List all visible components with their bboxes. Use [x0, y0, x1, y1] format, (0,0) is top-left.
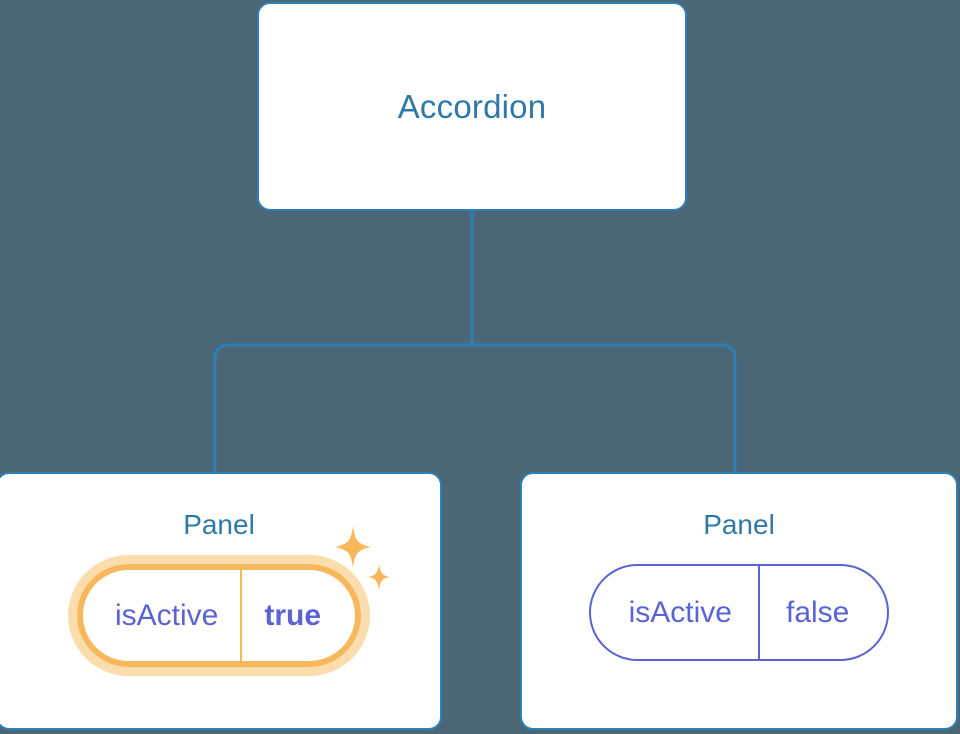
sparkle-large-icon	[335, 526, 372, 568]
prop-pill-inactive-key: isActive	[628, 595, 732, 629]
sparkle-small-icon	[368, 564, 391, 590]
prop-pill-inactive-value: false	[757, 566, 887, 659]
prop-pill-active-key: isActive	[114, 598, 219, 632]
node-panel-active[interactable]: Panel isActive true	[0, 472, 442, 730]
prop-pill-inactive[interactable]: isActive false	[588, 564, 890, 661]
prop-pill-active-value: true	[240, 570, 355, 661]
prop-pill-active[interactable]: isActive true	[67, 526, 391, 676]
node-panel-inactive[interactable]: Panel isActive false	[520, 472, 958, 730]
node-accordion-title: Accordion	[397, 88, 547, 125]
prop-pill-active-body[interactable]: isActive true	[76, 564, 362, 667]
node-panel-inactive-title: Panel	[703, 509, 775, 540]
prop-pill-inactive-body[interactable]: isActive false	[588, 564, 890, 661]
connector-child-bracket	[213, 343, 737, 472]
node-panel-active-title: Panel	[183, 509, 255, 540]
node-accordion[interactable]: Accordion	[257, 2, 687, 211]
